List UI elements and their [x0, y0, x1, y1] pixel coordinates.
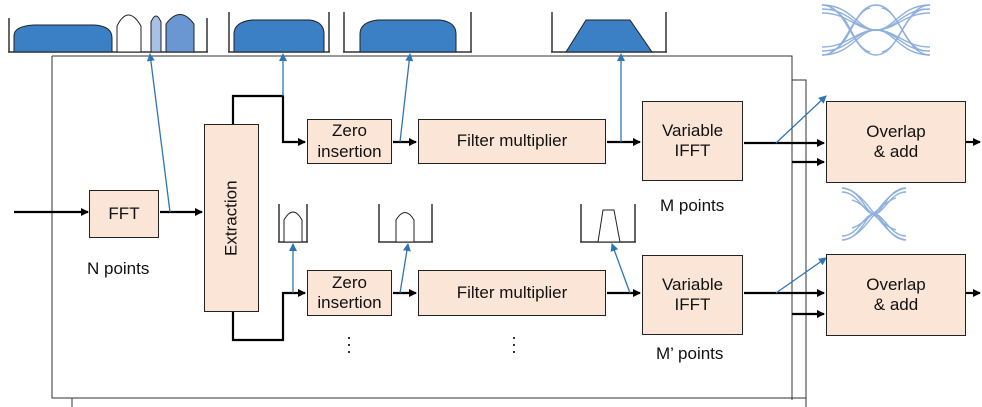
m-points-label: M points	[660, 196, 725, 215]
spectrum-filtered-bottom	[580, 204, 636, 243]
overlap-add-block-bottom: Overlap & add	[826, 254, 966, 336]
continuation-dots-right: ···	[511, 327, 517, 361]
spectrum-zero-inserted-top	[343, 12, 472, 53]
signal-arrows	[14, 94, 981, 342]
spectrum-zero-inserted-bottom	[378, 204, 433, 243]
spectrum-full-band	[8, 14, 208, 53]
extraction-label: Extraction	[221, 180, 241, 256]
m-prime-points-label: M’ points	[656, 344, 724, 363]
fft-block: FFT	[89, 190, 159, 238]
spectrum-observation-links	[146, 53, 827, 294]
outer-frame	[51, 55, 807, 407]
spectrum-extracted-top	[228, 12, 330, 53]
spectrum-extracted-bottom	[278, 204, 308, 243]
variable-ifft-block-bottom: Variable IFFT	[642, 255, 743, 335]
spectrum-filtered-top	[551, 12, 667, 53]
variable-ifft-block-top: Variable IFFT	[642, 101, 743, 181]
eye-diagram-bottom	[841, 187, 907, 241]
zero-insertion-block-bottom: Zero insertion	[307, 270, 392, 316]
eye-diagram-top	[821, 4, 931, 56]
n-points-label: N points	[87, 259, 150, 278]
filter-multiplier-block-bottom: Filter multiplier	[418, 270, 606, 316]
overlap-add-block-top: Overlap & add	[826, 101, 966, 183]
filter-multiplier-block-top: Filter multiplier	[418, 119, 606, 164]
continuation-dots-left: ···	[346, 327, 352, 361]
zero-insertion-block-top: Zero insertion	[307, 119, 392, 164]
extraction-block: Extraction	[204, 124, 259, 312]
